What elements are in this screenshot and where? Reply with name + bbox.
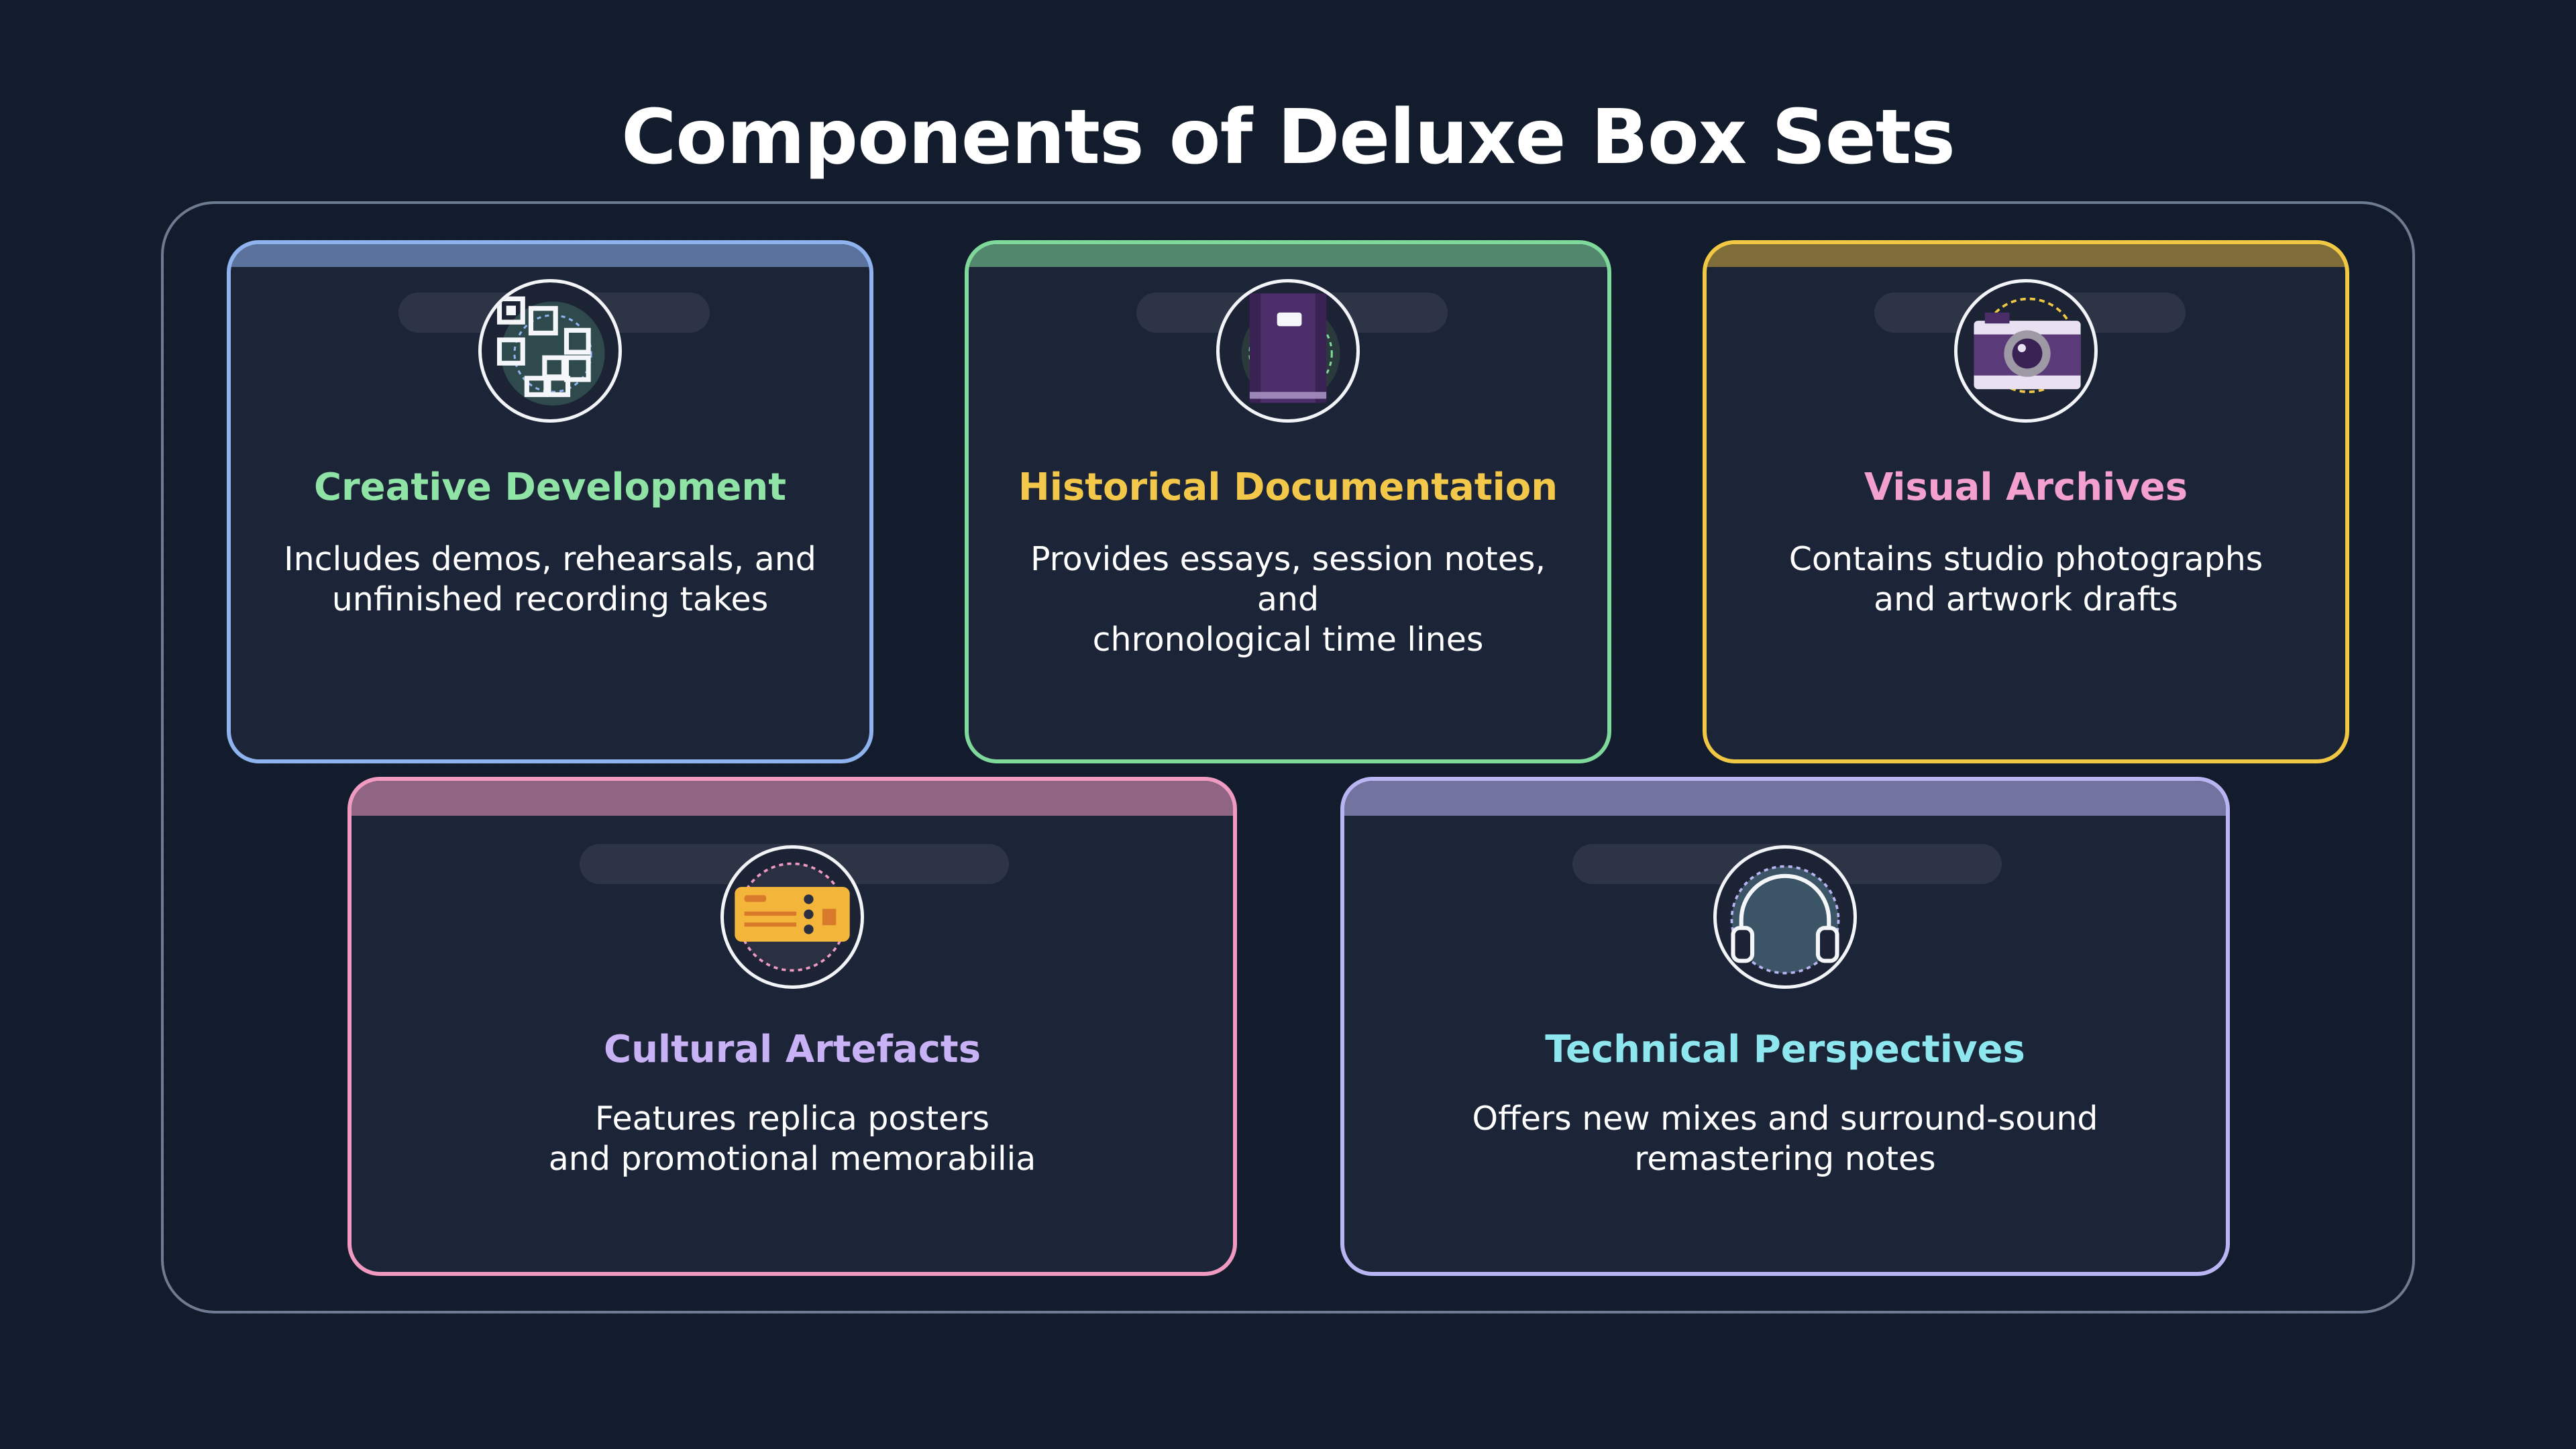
card-heading: Technical Perspectives (1545, 1028, 2025, 1071)
card-description: Offers new mixes and surround-sound rema… (1472, 1099, 2098, 1178)
camera-icon (1954, 279, 2098, 423)
card-description: Features replica posters and promotional… (548, 1099, 1036, 1178)
card-accent-bar (1707, 244, 2345, 267)
card-cultural-artefacts: Cultural Artefacts Features replica post… (347, 777, 1237, 1276)
card-creative-development: Creative Development Includes demos, reh… (227, 240, 873, 763)
headphones-icon (1713, 845, 1857, 989)
card-description: Provides essays, session notes, and chro… (1030, 540, 1546, 659)
card-technical-perspectives: Technical Perspectives Offers new mixes … (1340, 777, 2230, 1276)
qr-code-icon (478, 279, 622, 423)
content-frame (161, 201, 2415, 1313)
card-accent-bar (969, 244, 1607, 267)
card-heading: Cultural Artefacts (603, 1028, 981, 1071)
card-description: Contains studio photographs and artwork … (1788, 540, 2263, 619)
card-historical-documentation: Historical Documentation Provides essays… (965, 240, 1611, 763)
page-title: Components of Deluxe Box Sets (621, 94, 1955, 181)
card-description: Includes demos, rehearsals, and unfinish… (284, 540, 816, 619)
card-accent-bar (352, 781, 1233, 816)
card-accent-bar (1344, 781, 2226, 816)
ticket-icon (720, 845, 864, 989)
card-accent-bar (231, 244, 869, 267)
card-heading: Historical Documentation (1018, 466, 1558, 509)
book-icon (1216, 279, 1360, 423)
card-heading: Visual Archives (1864, 466, 2188, 509)
card-visual-archives: Visual Archives Contains studio photogra… (1703, 240, 2349, 763)
card-heading: Creative Development (313, 466, 787, 509)
